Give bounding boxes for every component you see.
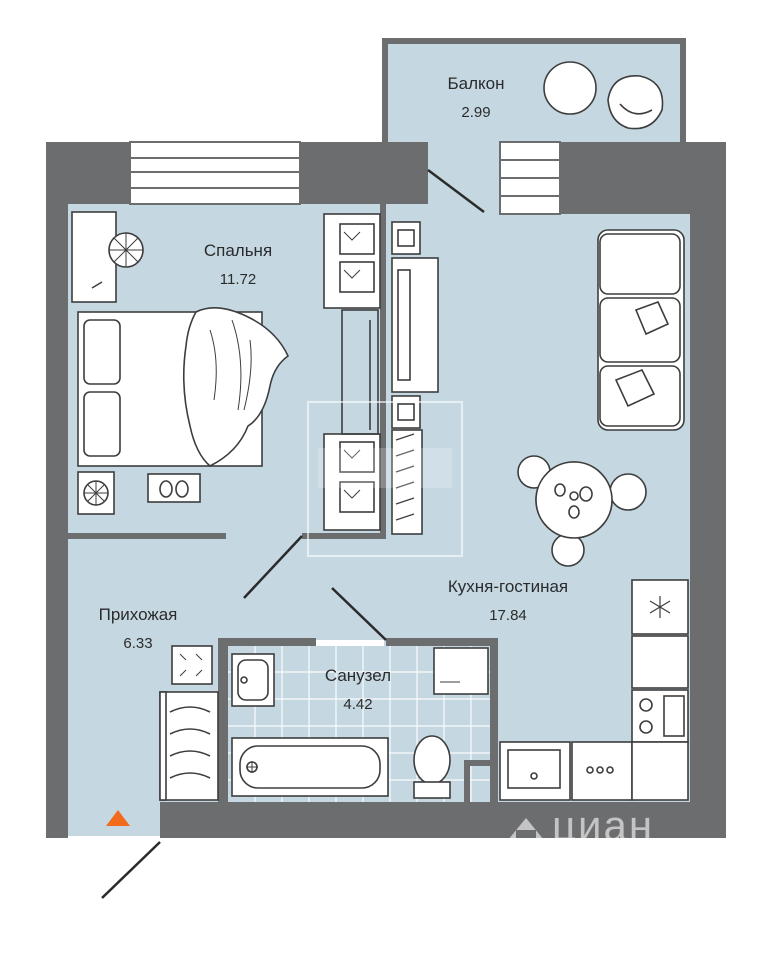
- toilet: [413, 735, 451, 785]
- windows: [129, 141, 561, 215]
- wall-bottom: [160, 802, 726, 838]
- furniture: [71, 61, 689, 801]
- bedroom-name: Спальня: [204, 241, 272, 260]
- dining-chair-3: [551, 533, 585, 567]
- bedroom-desk: [71, 211, 117, 303]
- wall-left: [46, 142, 68, 838]
- hallway-name: Прихожая: [99, 605, 178, 624]
- corridor-floor[interactable]: [220, 536, 400, 640]
- wall-bath-left: [218, 638, 228, 808]
- bathroom-area: 4.42: [343, 696, 372, 713]
- wall-bath-top-right: [386, 638, 498, 646]
- balcony-table: [543, 61, 597, 115]
- door-balcony[interactable]: [427, 169, 485, 213]
- balcony-wall-top: [382, 38, 686, 44]
- walls: [46, 38, 726, 838]
- kitchen-sink: [507, 749, 561, 789]
- wall-bath-stub: [464, 760, 492, 766]
- cushion-2: [614, 368, 656, 408]
- kitchen-corner: [631, 741, 689, 801]
- balcony-wall-right: [680, 38, 686, 142]
- watermark-box: [307, 401, 463, 557]
- wall-top-mid: [300, 142, 428, 204]
- pillow-bottom: [83, 391, 121, 457]
- bedroom-area: 11.72: [220, 271, 256, 288]
- wall-bedroom-bottom-right: [302, 533, 386, 539]
- door-bathroom[interactable]: [331, 587, 387, 641]
- cian-brand-text: циан: [552, 802, 654, 849]
- wall-bath-stub-v: [464, 760, 470, 804]
- wall-bedroom-right: [380, 204, 386, 538]
- door-entrance[interactable]: [101, 841, 161, 899]
- cushion-1: [634, 300, 670, 336]
- wall-bath-top-left: [218, 638, 316, 646]
- hallway-area: 6.33: [123, 635, 152, 652]
- wall-bath-right: [490, 638, 498, 808]
- kitchen-area: 17.84: [489, 607, 527, 624]
- hallway-wardrobe: [159, 691, 219, 801]
- dining-chair-2: [609, 473, 647, 511]
- blanket: [182, 307, 290, 467]
- cian-watermark: циан: [508, 802, 654, 849]
- hallway-rug: [171, 645, 213, 685]
- pillow-top: [83, 319, 121, 385]
- entrance-triangle-icon[interactable]: [106, 810, 130, 826]
- washing-machine: [433, 647, 489, 695]
- tv: [397, 269, 411, 381]
- balcony-wall-left: [382, 38, 388, 142]
- balcony-chair: [607, 75, 664, 130]
- bathroom-name: Санузел: [325, 666, 391, 685]
- kitchen-counter-1: [631, 635, 689, 689]
- doors: [101, 169, 485, 899]
- kitchen-name: Кухня-гостиная: [448, 577, 568, 596]
- balcony-name: Балкон: [447, 74, 504, 93]
- balcony-area: 2.99: [461, 104, 490, 121]
- cian-house-logo-icon: [508, 818, 544, 840]
- bedside-rug: [147, 473, 201, 503]
- room-labels: Балкон 2.99 Спальня 11.72 Прихожая 6.33 …: [99, 74, 569, 713]
- wall-bedroom-bottom-left: [68, 533, 226, 539]
- wall-right: [690, 142, 726, 838]
- door-bedroom[interactable]: [243, 535, 303, 599]
